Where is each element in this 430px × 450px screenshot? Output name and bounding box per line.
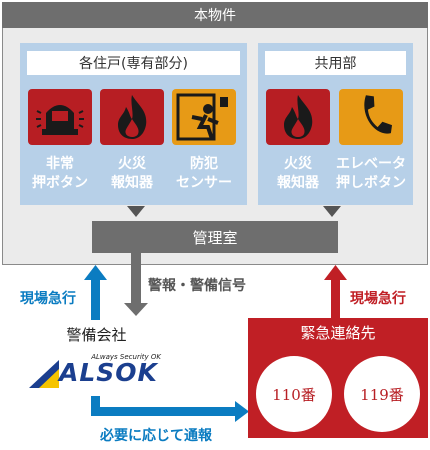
caption-security-sensor: 防犯 センサー	[176, 156, 232, 191]
caption-fire-alarm-unit: 火災 報知器	[111, 156, 153, 191]
signal-label: 警報・警備信号	[148, 278, 246, 294]
arrow-common-to-management	[323, 206, 341, 217]
caption-elevator-button: エレベータ 押しボタン	[336, 156, 406, 191]
dispatch-label-right: 現場急行	[350, 291, 406, 307]
units-panel-label: 各住戸(専有部分)	[27, 51, 240, 75]
alsok-tagline: ALways Security OK	[91, 353, 161, 361]
alsok-logo-text: ALSOK	[59, 358, 158, 387]
management-room: 管理室	[92, 221, 338, 253]
property-title: 本物件	[2, 2, 428, 28]
report-label: 必要に応じて通報	[100, 428, 212, 444]
arrow-dispatch-left	[84, 265, 107, 280]
arrow-report	[235, 401, 249, 422]
police-number: 110番	[256, 356, 332, 432]
caption-fire-alarm-common: 火災 報知器	[277, 156, 319, 191]
telephone-icon	[339, 89, 403, 145]
arrow-dispatch-right	[324, 265, 347, 280]
security-company-box: 警備会社 ALways Security OK ALSOK	[3, 320, 190, 396]
intruder-sensor-icon	[172, 89, 236, 145]
arrow-units-to-management	[127, 206, 145, 217]
caption-alarm-button: 非常 押ボタン	[32, 156, 88, 191]
common-panel-label: 共用部	[265, 51, 406, 75]
emergency-label: 緊急連絡先	[300, 324, 376, 342]
alarm-button-icon	[28, 89, 92, 145]
arrow-signal-down	[124, 303, 148, 316]
dispatch-label-left: 現場急行	[20, 291, 76, 307]
fire-icon	[100, 89, 164, 145]
alsok-logo-icon	[29, 360, 59, 388]
security-company-name: 警備会社	[66, 326, 127, 344]
emergency-contact-box: 緊急連絡先 110番 119番	[248, 318, 428, 438]
fire-ambulance-number: 119番	[344, 356, 420, 432]
fire-icon	[266, 89, 330, 145]
